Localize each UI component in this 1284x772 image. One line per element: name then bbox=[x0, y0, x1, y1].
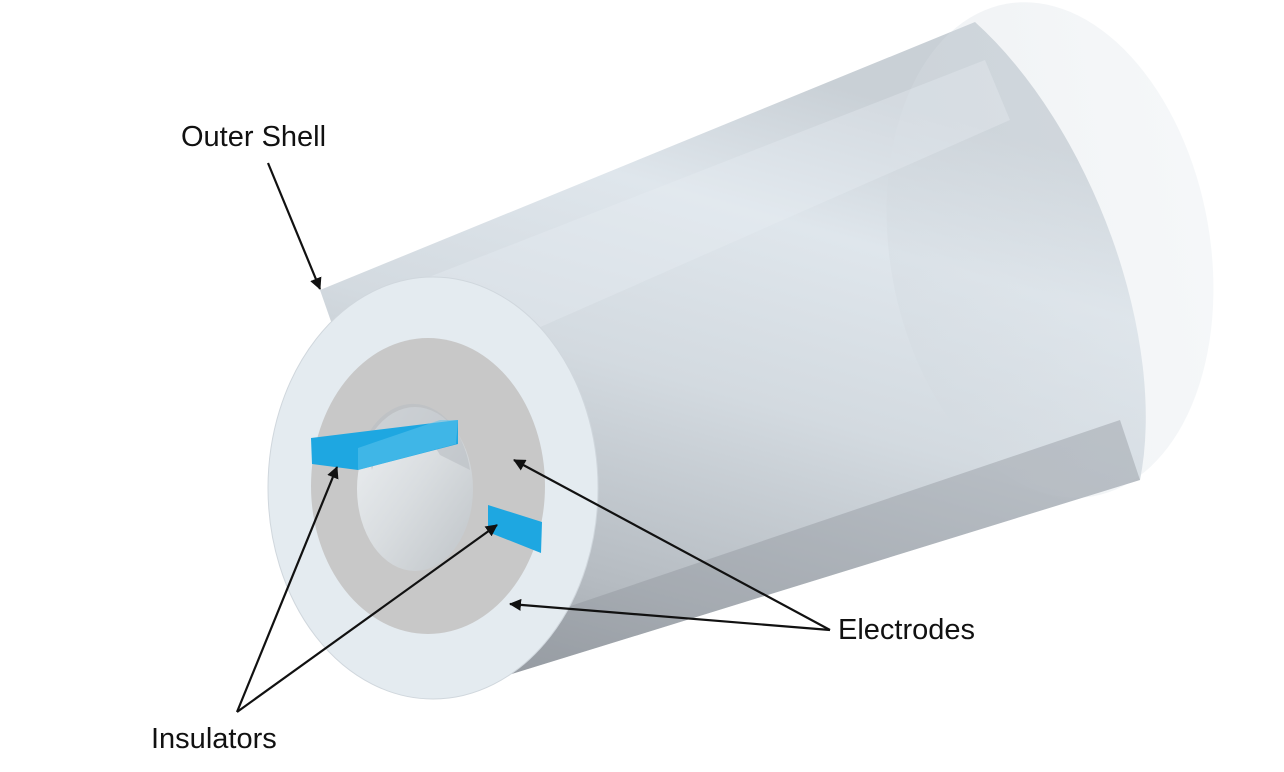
insulator-strip-right bbox=[488, 505, 542, 553]
cylinder-far-end bbox=[886, 2, 1214, 498]
body-highlight bbox=[370, 60, 1010, 380]
outer-shell-arrow bbox=[266, 162, 322, 290]
insulators-arrow-right bbox=[236, 524, 498, 713]
electrodes-arrow-lower bbox=[509, 598, 831, 632]
electrodes-arrow-upper bbox=[513, 459, 831, 631]
insulator-strip-left-top bbox=[358, 420, 458, 470]
insulators-label: Insulators bbox=[151, 723, 277, 755]
electrodes-label: Electrodes bbox=[838, 614, 976, 646]
body-shadow bbox=[460, 420, 1140, 690]
insulators-arrow-left bbox=[235, 466, 339, 713]
outer-shell-label: Outer Shell bbox=[181, 121, 327, 153]
